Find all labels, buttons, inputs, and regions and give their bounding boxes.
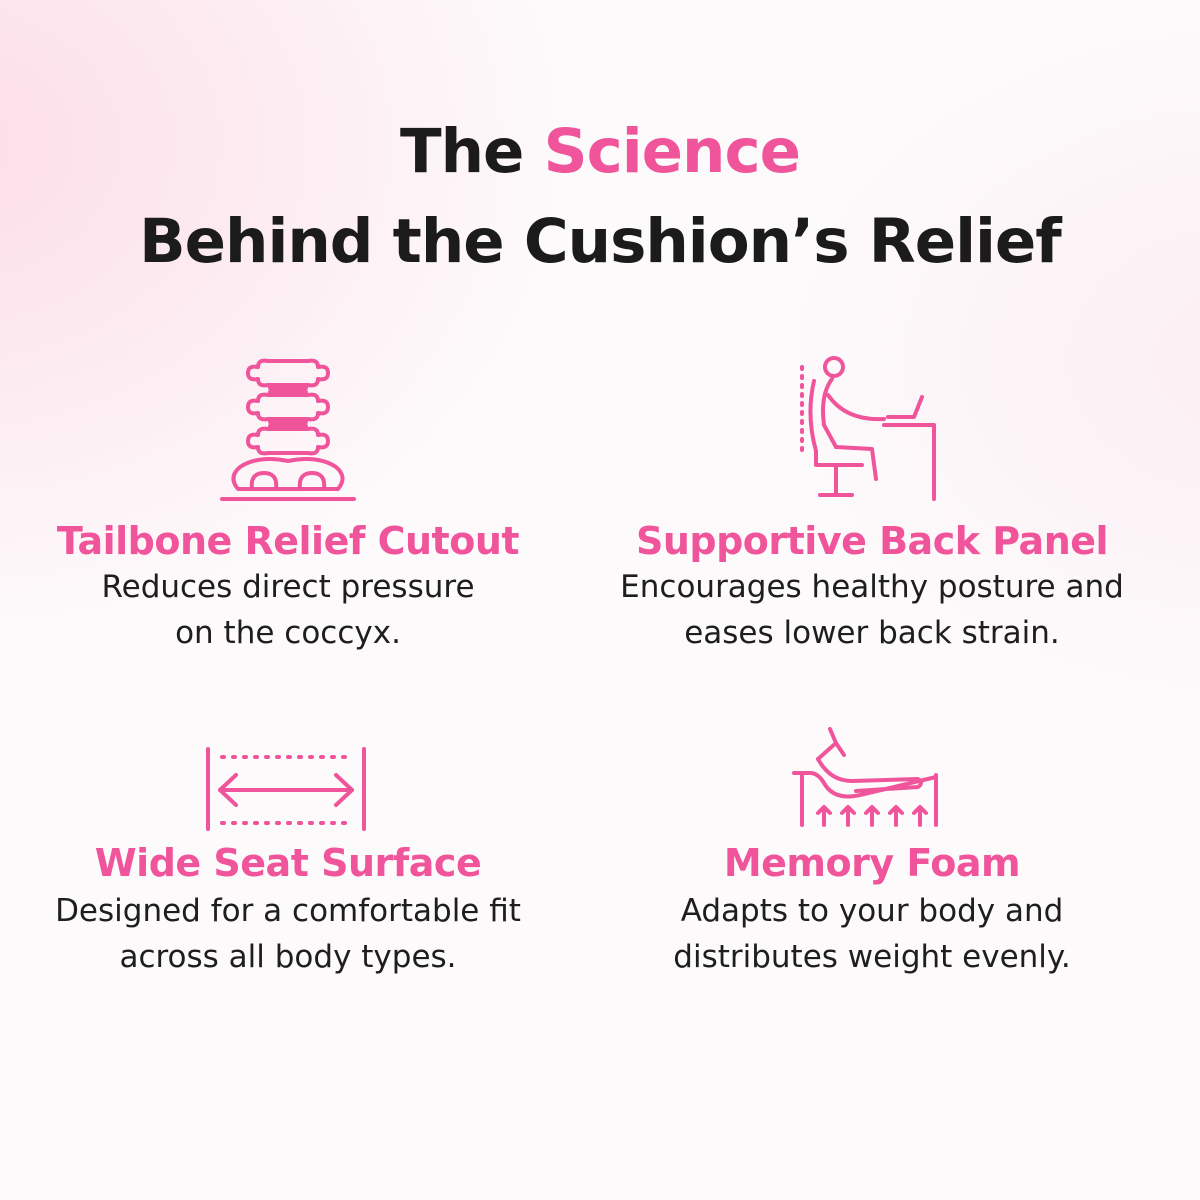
- feature-title: Supportive Back Panel: [635, 519, 1109, 563]
- feature-desc-line-2: across all body types.: [119, 939, 457, 975]
- feature-description: Adapts to your body and distributes weig…: [572, 888, 1172, 980]
- feature-wide-seat-surface: Wide Seat Surface Designed for a comfort…: [0, 740, 588, 1000]
- headline-line-1: The Science: [0, 112, 1200, 192]
- feature-supportive-back-panel: Supportive Back Panel Encourages healthy…: [572, 355, 1172, 675]
- memory-foam-icon: [792, 727, 938, 827]
- feature-memory-foam: Memory Foam Adapts to your body and dist…: [572, 725, 1172, 1000]
- feature-desc-line-1: Designed for a comfortable fit: [55, 893, 521, 929]
- headline-accent: Science: [543, 116, 801, 187]
- feature-desc-line-2: on the coccyx.: [175, 615, 401, 651]
- feature-desc-line-2: eases lower back strain.: [684, 615, 1060, 651]
- feature-title: Memory Foam: [723, 841, 1021, 885]
- feature-desc-line-1: Reduces direct pressure: [101, 569, 475, 605]
- width-arrow-icon: [206, 747, 366, 831]
- spine-icon: [220, 358, 356, 501]
- headline-line-2: Behind the Cushion’s Relief: [139, 206, 1062, 277]
- feature-desc-line-2: distributes weight evenly.: [673, 939, 1071, 975]
- feature-description: Encourages healthy posture and eases low…: [572, 564, 1172, 656]
- feature-title: Tailbone Relief Cutout: [56, 519, 520, 563]
- feature-tailbone-relief: Tailbone Relief Cutout Reduces direct pr…: [0, 355, 588, 675]
- feature-desc-line-1: Encourages healthy posture and: [620, 569, 1124, 605]
- headline-prefix: The: [399, 116, 524, 187]
- posture-desk-icon: [800, 356, 936, 501]
- feature-title: Wide Seat Surface: [94, 841, 482, 885]
- feature-description: Designed for a comfortable fit across al…: [0, 888, 588, 980]
- feature-desc-line-1: Adapts to your body and: [680, 893, 1064, 929]
- feature-description: Reduces direct pressure on the coccyx.: [0, 564, 588, 656]
